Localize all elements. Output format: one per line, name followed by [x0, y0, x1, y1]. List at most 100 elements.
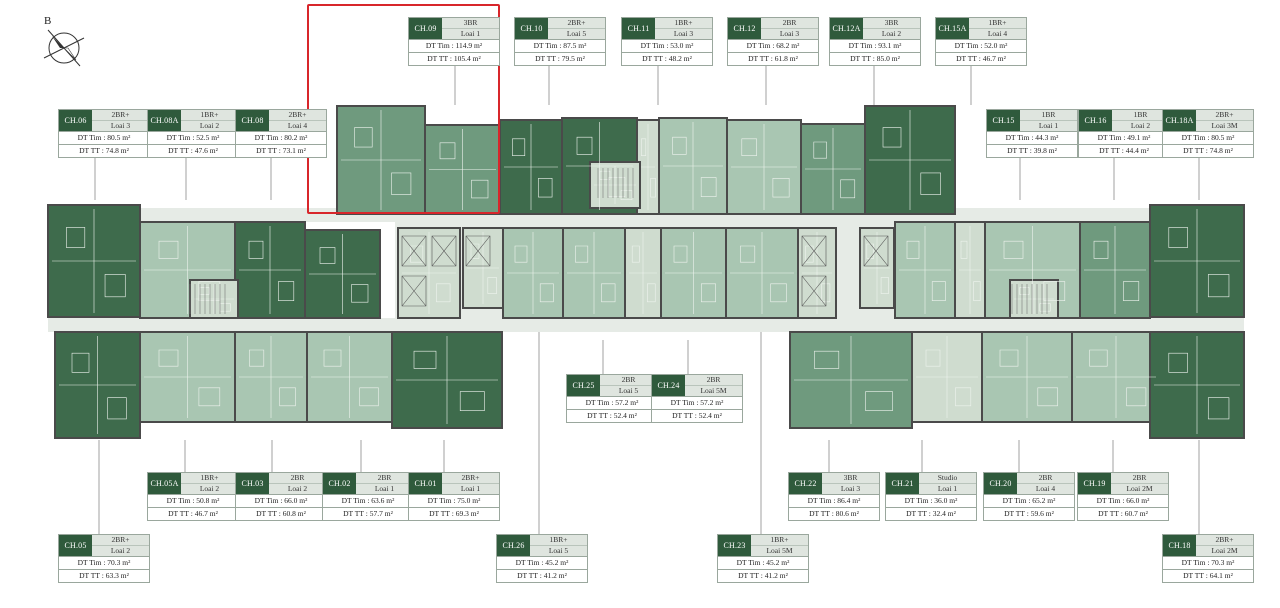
- unit-bedrooms: 2BR+: [92, 110, 149, 121]
- plan-detail: [59, 336, 136, 434]
- gross-area-sep: :: [278, 133, 285, 143]
- net-area-sep: :: [99, 146, 106, 156]
- net-area-sep: :: [449, 509, 456, 519]
- net-area-row: DT TT : 46.7 m²: [935, 53, 1027, 66]
- unit-type: Loai 3: [840, 484, 861, 494]
- plan-detail: [730, 232, 794, 314]
- net-area-value: 52.4 m²: [698, 411, 722, 421]
- unit-type-box: 2BR+Loai 2M: [1196, 535, 1253, 556]
- gross-area-label: DT Tim: [515, 558, 540, 568]
- unit-code: CH.12: [728, 18, 761, 39]
- gross-area-sep: :: [365, 496, 372, 506]
- gross-area-row: DT Tim : 75.0 m²: [408, 495, 500, 508]
- net-area-sep: :: [1118, 509, 1125, 519]
- net-area-label: DT TT: [738, 571, 759, 581]
- unit-type-box: 2BR+Loai 3: [92, 110, 149, 131]
- plan-detail: [504, 124, 558, 210]
- plan-detail: [864, 232, 890, 304]
- net-area-value: 39.8 m²: [1033, 146, 1057, 156]
- gross-area-label: DT Tim: [807, 496, 832, 506]
- net-area-row: DT TT : 59.6 m²: [983, 508, 1075, 521]
- net-area-sep: :: [870, 54, 877, 64]
- gross-area-row: DT Tim : 57.2 m²: [566, 397, 658, 410]
- unit-bedrooms: 1BR+: [181, 473, 238, 484]
- net-area-label: DT TT: [256, 146, 277, 156]
- unit-bedrooms: 2BR: [356, 473, 413, 484]
- gross-area-value: 80.5 m²: [107, 133, 131, 143]
- net-area-label: DT TT: [168, 146, 189, 156]
- gross-area-label: DT Tim: [1181, 133, 1206, 143]
- unit-bedrooms: 3BR: [863, 18, 920, 29]
- net-area-row: DT TT : 80.6 m²: [788, 508, 880, 521]
- unit-type: Loai 2: [1130, 121, 1151, 131]
- net-area-label: DT TT: [1099, 146, 1120, 156]
- net-area-sep: :: [662, 54, 669, 64]
- unit-code: CH.10: [515, 18, 548, 39]
- unit-type-box: 2BR+Loai 3M: [1196, 110, 1253, 131]
- gross-area-row: DT Tim : 53.0 m²: [621, 40, 713, 53]
- unit-type: Loai 4: [1035, 484, 1056, 494]
- net-area-value: 73.1 m²: [282, 146, 306, 156]
- net-area-label: DT TT: [1183, 571, 1204, 581]
- plan-detail: [144, 336, 231, 418]
- plan-detail: [567, 232, 621, 314]
- unit-type: Loai 3: [779, 29, 800, 39]
- unit-bedrooms: 2BR+: [1196, 535, 1253, 546]
- net-area-label: DT TT: [672, 411, 693, 421]
- gross-area-label: DT Tim: [254, 133, 279, 143]
- gross-area-label: DT Tim: [1097, 133, 1122, 143]
- unit-type-box: 2BR+Loai 5: [548, 18, 605, 39]
- gross-area-sep: :: [664, 41, 671, 51]
- gross-area-row: DT Tim : 63.6 m²: [322, 495, 414, 508]
- lift-shaft: [431, 235, 457, 267]
- net-area-value: 105.4 m²: [453, 54, 481, 64]
- gross-area-sep: :: [770, 41, 777, 51]
- plan-detail: [311, 336, 388, 418]
- gross-area-label: DT Tim: [341, 496, 366, 506]
- gross-area-label: DT Tim: [1002, 496, 1027, 506]
- unit-code: CH.15: [987, 110, 1020, 131]
- net-area-value: 47.6 m²: [194, 146, 218, 156]
- plan-detail: [467, 232, 499, 304]
- net-area-row: DT TT : 74.8 m²: [58, 145, 150, 158]
- unit-type: Loai 2: [110, 546, 131, 556]
- gross-area-value: 57.2 m²: [615, 398, 639, 408]
- gross-area-sep: :: [539, 558, 546, 568]
- unit-bedrooms: 1BR+: [751, 535, 808, 546]
- gross-area-value: 50.8 m²: [196, 496, 220, 506]
- unit-code: CH.09: [409, 18, 442, 39]
- plan-detail: [731, 124, 797, 210]
- net-area-label: DT TT: [79, 571, 100, 581]
- unit-type-box: 1BR+Loai 3: [655, 18, 712, 39]
- gross-area-value: 65.2 m²: [1032, 496, 1056, 506]
- net-area-sep: :: [768, 54, 775, 64]
- net-area-sep: :: [537, 571, 544, 581]
- unit-type: Loai 1: [460, 29, 481, 39]
- plan-detail: [663, 122, 723, 210]
- plan-detail: [986, 336, 1068, 418]
- unit-code: CH.25: [567, 375, 600, 396]
- net-area-label: DT TT: [809, 509, 830, 519]
- gross-area-value: 93.1 m²: [878, 41, 902, 51]
- unit-code: CH.02: [323, 473, 356, 494]
- unit-type-box: 2BR+Loai 1: [442, 473, 499, 494]
